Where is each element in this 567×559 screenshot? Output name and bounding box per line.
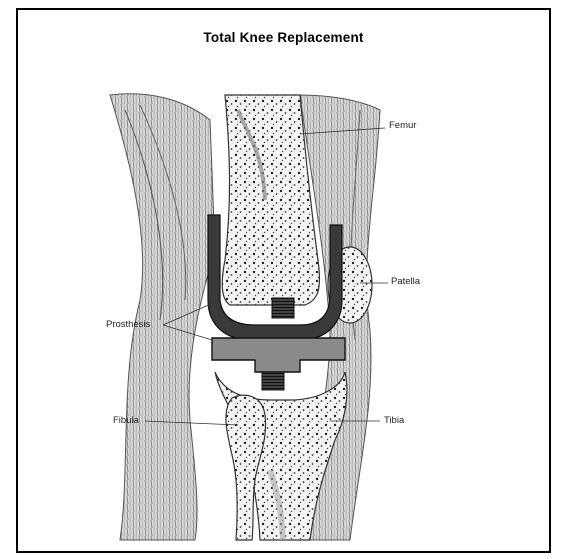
label-prosthesis: Prosthesis: [106, 319, 150, 330]
femoral-stem: [272, 298, 294, 318]
label-femur: Femur: [389, 120, 416, 131]
tibial-stem: [262, 372, 284, 390]
label-fibula: Fibula: [113, 415, 139, 426]
tibial-plate: [212, 338, 345, 372]
muscle-left: [110, 94, 215, 540]
label-patella: Patella: [391, 276, 420, 287]
label-tibia: Tibia: [384, 415, 404, 426]
